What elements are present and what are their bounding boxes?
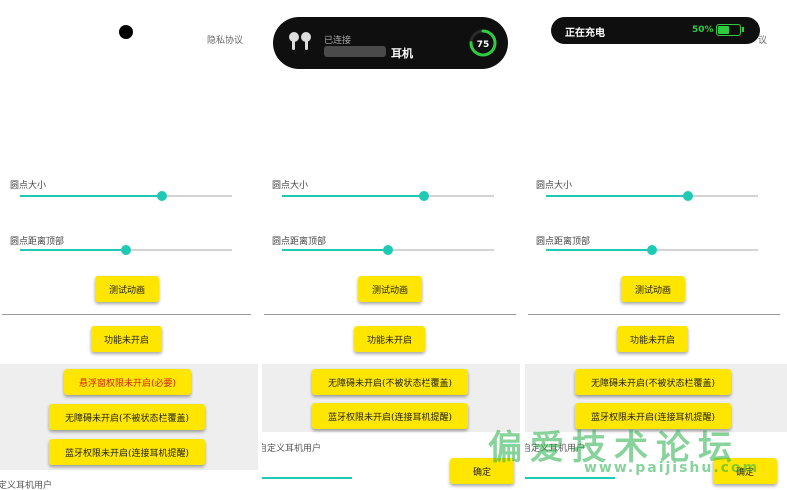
custom-user-label: 自定义耳机用户: [525, 444, 586, 454]
slider-thumb[interactable]: [383, 245, 393, 255]
feature-toggle-button[interactable]: 功能未开启: [354, 326, 425, 352]
dot-top-slider[interactable]: [546, 245, 758, 255]
earbuds-icon: [289, 32, 311, 50]
slider-fill: [546, 249, 652, 251]
dot-top-slider[interactable]: [282, 245, 494, 255]
dot-size-slider[interactable]: [546, 191, 758, 201]
headset-name: 耳机: [391, 47, 413, 60]
divider: [528, 314, 780, 315]
custom-user-input[interactable]: [262, 477, 352, 479]
charging-percent: 50%: [692, 25, 714, 35]
confirm-button[interactable]: 确定: [450, 458, 514, 484]
overlay-permission-button[interactable]: 悬浮窗权限未开启(必要): [64, 369, 191, 395]
dot-top-label: 圆点距离顶部: [272, 237, 327, 247]
slider-fill: [282, 195, 425, 197]
battery-tip: [742, 27, 744, 32]
slider-thumb[interactable]: [647, 245, 657, 255]
slider-thumb[interactable]: [419, 191, 430, 201]
battery-ring-arc: [469, 29, 497, 57]
custom-user-input[interactable]: [525, 477, 615, 479]
site-watermark: 偏爱技术论坛 www.paijishu.com: [488, 420, 787, 490]
battery-ring-value: 75: [477, 40, 490, 50]
watermark-url: www.paijishu.com: [584, 460, 760, 476]
dot-top-label: 圆点距离顶部: [10, 237, 65, 247]
slider-thumb[interactable]: [121, 245, 131, 255]
charging-status: 正在充电: [565, 28, 605, 39]
test-animation-button[interactable]: 测试动画: [621, 276, 685, 302]
screen-panel-3: 议 正在充电 50% 圆点大小 圆点距离顶部 测试动画 功能未开启 无障碍未开启…: [525, 0, 787, 489]
dot-size-slider[interactable]: [282, 191, 494, 201]
slider-fill: [20, 195, 163, 197]
confirm-button[interactable]: 确定: [713, 458, 777, 484]
dot-size-slider[interactable]: [20, 191, 232, 201]
battery-icon: [716, 24, 741, 36]
charging-island-popup: 正在充电 50%: [551, 17, 760, 44]
bluetooth-permission-button[interactable]: 蓝牙权限未开启(连接耳机提醒): [575, 403, 731, 429]
screen-panel-2: 已连接 耳机 75 圆点大小 圆点距离顶部 测试动画 功能未开启 无障碍未开启(…: [262, 0, 520, 489]
test-animation-button[interactable]: 测试动画: [358, 276, 422, 302]
dot-size-label: 圆点大小: [536, 181, 573, 191]
dot-size-label: 圆点大小: [10, 181, 47, 191]
dot-top-label: 圆点距离顶部: [536, 237, 591, 247]
feature-toggle-button[interactable]: 功能未开启: [91, 326, 162, 352]
test-animation-button[interactable]: 测试动画: [95, 276, 159, 302]
custom-user-label: 自定义耳机用户: [262, 444, 322, 454]
screen-panel-1: 隐私协议 圆点大小 圆点距离顶部 测试动画 功能未开启 悬浮窗权限未开启(必要)…: [0, 0, 258, 489]
slider-thumb[interactable]: [683, 191, 694, 201]
divider: [2, 314, 251, 315]
feature-toggle-button[interactable]: 功能未开启: [617, 326, 688, 352]
slider-thumb[interactable]: [157, 191, 168, 201]
bluetooth-permission-button[interactable]: 蓝牙权限未开启(连接耳机提醒): [49, 439, 205, 465]
accessibility-button[interactable]: 无障碍未开启(不被状态栏覆盖): [312, 369, 468, 395]
slider-fill: [282, 249, 388, 251]
dot-size-label: 圆点大小: [272, 181, 309, 191]
bluetooth-permission-button[interactable]: 蓝牙权限未开启(连接耳机提醒): [312, 403, 468, 429]
privacy-link-partial[interactable]: 议: [758, 36, 768, 46]
slider-fill: [546, 195, 689, 197]
privacy-link[interactable]: 隐私协议: [207, 36, 244, 46]
slider-fill: [20, 249, 126, 251]
headset-island-popup: 已连接 耳机 75: [273, 17, 508, 69]
dot-indicator: [119, 25, 133, 39]
accessibility-button[interactable]: 无障碍未开启(不被状态栏覆盖): [49, 404, 205, 430]
battery-ring: 75: [469, 29, 497, 57]
custom-user-label-partial: 定义耳机用户: [0, 481, 53, 489]
headset-name-redacted: [324, 46, 386, 57]
dot-top-slider[interactable]: [20, 245, 232, 255]
accessibility-button[interactable]: 无障碍未开启(不被状态栏覆盖): [575, 369, 731, 395]
battery-fill: [718, 26, 729, 34]
divider: [264, 314, 516, 315]
connected-status: 已连接: [324, 36, 352, 46]
watermark-text: 偏爱技术论坛: [488, 428, 740, 468]
